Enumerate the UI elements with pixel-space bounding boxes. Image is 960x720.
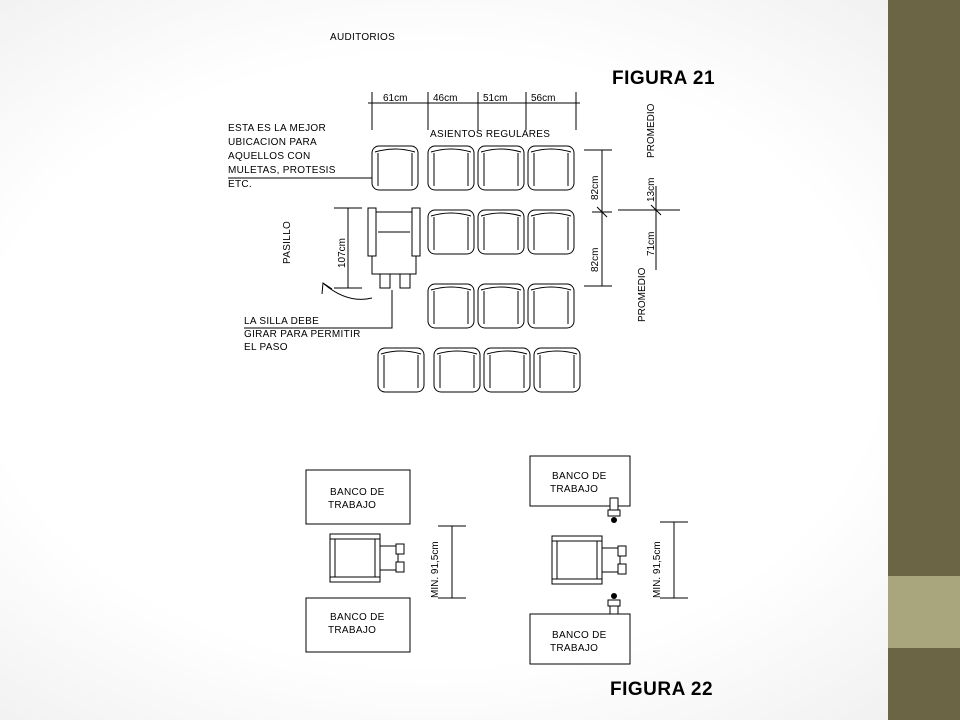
figure-21: AUDITORIOS FIGURA 21 61cm 46cm 51cm 56cm… bbox=[228, 32, 715, 393]
row-dim-2: 82cm bbox=[590, 248, 601, 272]
bench-left-bottom-line-1: BANCO DE bbox=[330, 612, 385, 623]
vise-top bbox=[607, 497, 621, 524]
seat-row-4 bbox=[377, 347, 581, 393]
seat-width-dimension bbox=[368, 92, 580, 130]
seat-row-1 bbox=[371, 145, 575, 191]
note-turn-leader bbox=[244, 290, 393, 329]
min-dim-right: MIN. 91,5cm bbox=[652, 541, 663, 598]
avg-top-dim: 13cm bbox=[646, 178, 657, 202]
wheelchair-left bbox=[329, 533, 405, 583]
bench-left-bottom bbox=[305, 597, 411, 653]
row-spacing-dimension bbox=[584, 149, 612, 287]
bench-right-bottom bbox=[529, 613, 631, 665]
min-dim-left: MIN. 91,5cm bbox=[430, 541, 441, 598]
wheelchair-right bbox=[551, 535, 627, 585]
note-turn-line-3: EL PASO bbox=[244, 342, 288, 353]
note-best-line-5: ETC. bbox=[228, 179, 252, 190]
bench-right-bottom-line-2: TRABAJO bbox=[550, 643, 598, 654]
bench-left-bottom-line-2: TRABAJO bbox=[328, 625, 376, 636]
note-best-line-4: MULETAS, PROTESIS bbox=[228, 165, 336, 176]
figure-22-title: FIGURA 22 bbox=[610, 679, 713, 700]
avg-top-label: PROMEDIO bbox=[646, 103, 657, 158]
wheelchair-aisle bbox=[367, 207, 421, 289]
sidebar-band-top bbox=[888, 0, 960, 576]
min-dimension-left bbox=[438, 525, 466, 599]
sidebar-band-bottom bbox=[888, 648, 960, 720]
bench-right-bottom-line-1: BANCO DE bbox=[552, 630, 607, 641]
average-dimension bbox=[618, 186, 680, 270]
aisle-dim: 107cm bbox=[337, 238, 348, 268]
sidebar-band-middle bbox=[888, 576, 960, 648]
seat-row-3 bbox=[427, 283, 575, 329]
width-dim-2: 46cm bbox=[433, 93, 457, 104]
avg-bottom-dim: 71cm bbox=[646, 232, 657, 256]
turn-arrow bbox=[323, 283, 373, 300]
bench-right-top-line-2: TRABAJO bbox=[550, 484, 598, 495]
figure-22: BANCO DE TRABAJO BANCO DE TRABAJO MIN. 9… bbox=[305, 455, 713, 700]
width-dim-1: 61cm bbox=[383, 93, 407, 104]
seat-label: ASIENTOS REGULARES bbox=[430, 129, 550, 140]
bench-left-top-line-1: BANCO DE bbox=[330, 487, 385, 498]
note-best-line-1: ESTA ES LA MEJOR bbox=[228, 123, 326, 134]
width-dim-4: 56cm bbox=[531, 93, 555, 104]
note-best-line-2: UBICACION PARA bbox=[228, 137, 317, 148]
note-turn-line-1: LA SILLA DEBE bbox=[244, 316, 319, 327]
seat-row-2 bbox=[427, 209, 575, 255]
bench-left-top bbox=[305, 469, 411, 525]
aisle-dimension bbox=[334, 207, 362, 289]
min-dimension-right bbox=[660, 521, 688, 599]
width-dim-3: 51cm bbox=[483, 93, 507, 104]
aisle-label: PASILLO bbox=[282, 221, 293, 264]
figure-21-title: FIGURA 21 bbox=[612, 68, 715, 89]
row-dim-1: 82cm bbox=[590, 176, 601, 200]
bench-right-top-line-1: BANCO DE bbox=[552, 471, 607, 482]
note-turn-line-2: GIRAR PARA PERMITIR bbox=[244, 329, 361, 340]
note-best-line-3: AQUELLOS CON bbox=[228, 151, 311, 162]
avg-bottom-label: PROMEDIO bbox=[637, 267, 648, 322]
header-auditorios: AUDITORIOS bbox=[330, 32, 395, 43]
bench-left-top-line-2: TRABAJO bbox=[328, 500, 376, 511]
